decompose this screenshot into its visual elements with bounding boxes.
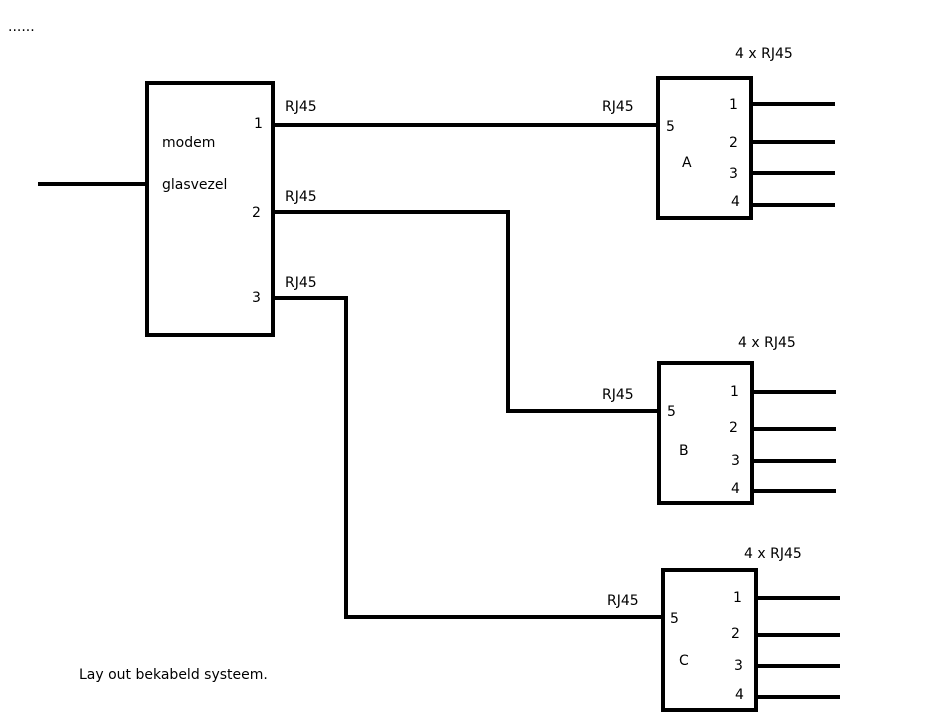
- switch-b-input-port: 5: [667, 404, 676, 420]
- switch-b-port-3-label: 3: [731, 453, 740, 469]
- switch-a-port-4-label: 4: [731, 194, 740, 210]
- diagram-caption: Lay out bekabeld systeem.: [79, 667, 268, 683]
- cable-b-line: [273, 210, 659, 413]
- modem-port-1: 1: [254, 116, 263, 132]
- switch-b: 4 x RJ45 5 B 1 2 3 4: [657, 335, 836, 505]
- switch-a: 4 x RJ45 5 A 1 2 3 4: [656, 46, 835, 220]
- switch-b-port-4-label: 4: [731, 481, 740, 497]
- switch-c-port-1-label: 1: [733, 590, 742, 606]
- modem-label: modem: [162, 135, 215, 151]
- switch-c-box: [661, 568, 758, 712]
- switch-c-port-3-label: 3: [734, 658, 743, 674]
- switch-a-port-3-label: 3: [729, 166, 738, 182]
- switch-a-box: [656, 76, 753, 220]
- switch-c-input-port: 5: [670, 611, 679, 627]
- switch-b-box: [657, 361, 754, 505]
- cable-a-from-label: RJ45: [285, 99, 317, 115]
- switch-c-title: 4 x RJ45: [744, 546, 802, 562]
- switch-b-title: 4 x RJ45: [738, 335, 796, 351]
- switch-c-port-4-label: 4: [735, 687, 744, 703]
- header-dots: ......: [8, 19, 35, 35]
- cable-a-to-label: RJ45: [602, 99, 634, 115]
- switch-a-title: 4 x RJ45: [735, 46, 793, 62]
- switch-a-port-2-label: 2: [729, 135, 738, 151]
- cable-b-from-label: RJ45: [285, 189, 317, 205]
- cable-to-switch-b: RJ45 RJ45: [273, 189, 659, 413]
- switch-c: 4 x RJ45 5 C 1 2 3 4: [661, 546, 840, 712]
- cable-c-from-label: RJ45: [285, 275, 317, 291]
- switch-b-port-2-label: 2: [729, 420, 738, 436]
- cable-c-line: [273, 296, 663, 619]
- switch-a-input-port: 5: [666, 119, 675, 135]
- modem-port-2: 2: [252, 205, 261, 221]
- switch-b-port-1-label: 1: [730, 384, 739, 400]
- modem-port-3: 3: [252, 290, 261, 306]
- switch-a-name: A: [682, 155, 692, 171]
- switch-c-port-2-label: 2: [731, 626, 740, 642]
- switch-b-name: B: [679, 443, 689, 459]
- cable-to-switch-c: RJ45 RJ45: [273, 275, 663, 619]
- modem-box: [145, 81, 275, 337]
- cable-to-switch-a: RJ45 RJ45: [273, 99, 658, 127]
- modem-unit: modem glasvezel 1 2 3: [145, 81, 275, 337]
- switch-c-name: C: [679, 653, 689, 669]
- cable-b-to-label: RJ45: [602, 387, 634, 403]
- modem-sublabel: glasvezel: [162, 177, 227, 193]
- cable-c-to-label: RJ45: [607, 593, 639, 609]
- switch-a-port-1-label: 1: [729, 97, 738, 113]
